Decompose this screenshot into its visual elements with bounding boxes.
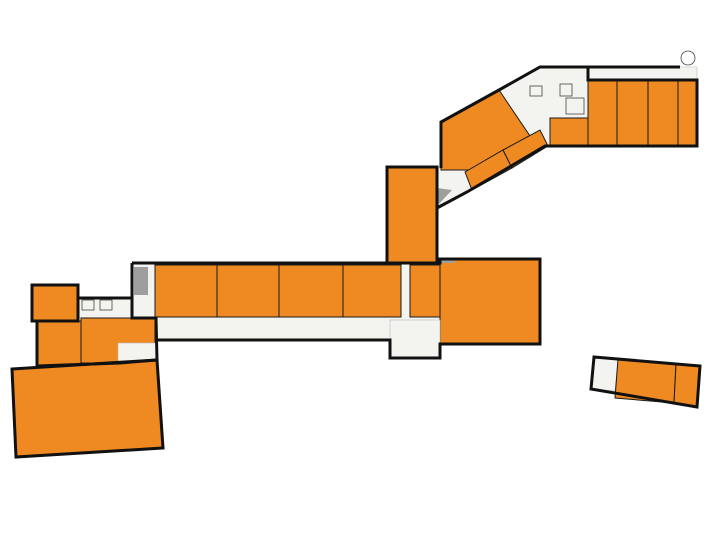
room-ne-4 [677,79,698,147]
room-west-large [11,359,164,458]
room-west-top [31,284,79,322]
room-ne-1 [587,79,618,147]
south-east-annex [589,355,702,409]
room-main-east [439,258,541,345]
stairs-ne [437,188,452,206]
wc-west-a [81,299,95,311]
main-block [130,257,542,360]
room-ne-small-a [549,117,589,147]
wc-west-b [99,299,113,311]
annex-wall [589,355,702,409]
stair-lobby [389,319,441,359]
north-east-outer-wall [436,65,699,210]
west-mid-wall [35,296,159,368]
stairs-main-west [134,267,148,295]
west-service [77,297,133,319]
wc-ne-a [559,83,573,97]
room-main-3 [278,264,344,318]
main-block-wall [132,257,542,360]
room-main-1 [154,264,218,318]
west-cluster [10,283,165,459]
room-ne-3 [647,79,679,147]
north-east-wing [436,50,699,210]
wc-ne-b [565,97,585,115]
room-main-5 [409,264,441,318]
room-west-top-wall [30,283,80,323]
room-west-mid-a [36,320,82,367]
room-main-2 [216,264,280,318]
connector-room [386,166,438,264]
room-ne-2 [616,79,649,147]
wc-ne-c [529,85,543,97]
spiral-stair-icon [680,50,696,66]
room-main-4 [342,264,402,318]
stairs-main-east [441,259,455,263]
annex-entry [590,356,619,392]
annex-room-1 [614,358,677,404]
